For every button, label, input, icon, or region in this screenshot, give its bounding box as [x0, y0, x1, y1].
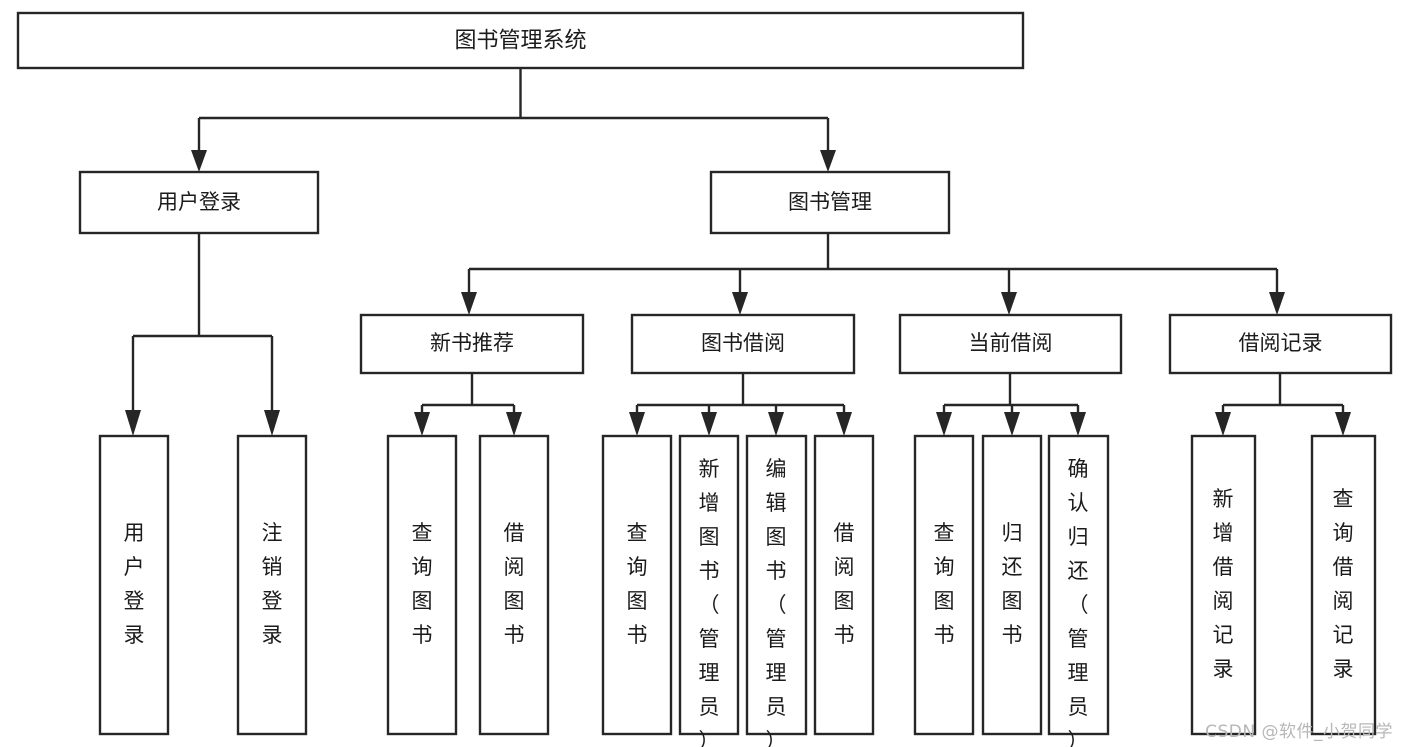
- leaf-borrow-add-book-box[interactable]: [678, 434, 740, 736]
- leaf-logout[interactable]: 注销登录: [236, 434, 308, 736]
- arrow-to-borrow: [732, 292, 748, 315]
- leaf-borrow-query-book[interactable]: 查询图书: [601, 434, 673, 736]
- leaf-borrow-edit-book-box[interactable]: [745, 434, 808, 736]
- arrow-borrow-add-book: [701, 412, 717, 436]
- arrow-to-leaf-logout: [264, 410, 280, 436]
- node-current-borrow-box[interactable]: [898, 313, 1123, 375]
- leaf-borrow-query-book-box[interactable]: [601, 434, 673, 736]
- leaf-user-login-label: 用户登录: [124, 521, 145, 647]
- leaf-current-confirm-return-box[interactable]: [1047, 434, 1110, 736]
- leaf-newbook-query-book-label: 查询图书: [412, 521, 433, 647]
- arrow-newbook-borrow-book: [506, 412, 522, 436]
- arrow-borrow-edit-book: [768, 412, 784, 436]
- arrow-root-to-book-mgmt: [820, 150, 836, 172]
- node-user-login[interactable]: 用户登录: [78, 170, 320, 235]
- leaf-current-return-book-box[interactable]: [981, 434, 1043, 736]
- arrow-to-newbook: [461, 292, 477, 315]
- arrow-borrow-query-book: [629, 412, 645, 436]
- node-borrow-record[interactable]: 借阅记录: [1168, 313, 1393, 375]
- arrow-current-confirm-return: [1070, 412, 1086, 436]
- leaf-logout-box[interactable]: [236, 434, 308, 736]
- leaf-current-return-book[interactable]: 归还图书: [981, 434, 1043, 736]
- leaf-borrow-add-book[interactable]: 新增图书（管理员）: [678, 434, 740, 747]
- leaf-borrow-add-book-label: 新增图书（管理员）: [699, 457, 720, 747]
- arrow-to-current: [1001, 292, 1017, 315]
- node-user-login-box[interactable]: [78, 170, 320, 235]
- leaf-record-query-record[interactable]: 查询借阅记录: [1310, 434, 1377, 736]
- leaf-newbook-query-book-box[interactable]: [386, 434, 458, 736]
- node-root-box[interactable]: [16, 11, 1025, 70]
- leaf-newbook-borrow-book-label: 借阅图书: [504, 521, 525, 647]
- leaf-newbook-query-book[interactable]: 查询图书: [386, 434, 458, 736]
- arrow-record-query-record: [1335, 412, 1351, 436]
- leaf-borrow-borrow-book-label: 借阅图书: [834, 521, 855, 647]
- leaf-current-confirm-return[interactable]: 确认归还（管理员）: [1047, 434, 1110, 747]
- arrow-record-add-record: [1215, 412, 1231, 436]
- leaf-record-add-record-box[interactable]: [1190, 434, 1257, 736]
- node-book-management[interactable]: 图书管理: [709, 170, 951, 235]
- leaf-newbook-borrow-book-box[interactable]: [478, 434, 550, 736]
- connector-layer: [125, 68, 1351, 436]
- node-book-borrow[interactable]: 图书借阅: [630, 313, 856, 375]
- leaf-record-query-record-label: 查询借阅记录: [1333, 487, 1354, 681]
- leaf-borrow-edit-book[interactable]: 编辑图书（管理员）: [745, 434, 808, 747]
- node-new-book-recommend-box[interactable]: [359, 313, 585, 375]
- leaf-record-add-record[interactable]: 新增借阅记录: [1190, 434, 1257, 736]
- arrow-to-leaf-user-login: [125, 410, 141, 436]
- leaf-current-query-book-box[interactable]: [913, 434, 975, 736]
- leaf-logout-label: 注销登录: [262, 521, 283, 647]
- node-book-management-box[interactable]: [709, 170, 951, 235]
- node-current-borrow[interactable]: 当前借阅: [898, 313, 1123, 375]
- node-new-book-recommend[interactable]: 新书推荐: [359, 313, 585, 375]
- node-new-book-recommend-label: 新书推荐: [430, 331, 514, 355]
- node-root-label: 图书管理系统: [454, 29, 586, 54]
- arrow-to-record: [1269, 292, 1285, 315]
- arrow-borrow-borrow-book: [836, 412, 852, 436]
- arrow-newbook-query-book: [414, 412, 430, 436]
- node-borrow-record-box[interactable]: [1168, 313, 1393, 375]
- leaf-current-query-book-label: 查询图书: [934, 521, 955, 647]
- node-current-borrow-label: 当前借阅: [969, 331, 1053, 355]
- leaf-borrow-borrow-book-box[interactable]: [813, 434, 875, 736]
- arrow-current-query-book: [936, 412, 952, 436]
- leaf-borrow-edit-book-label: 编辑图书（管理员）: [766, 457, 787, 747]
- leaf-current-return-book-label: 归还图书: [1002, 521, 1023, 647]
- leaf-nodes-layer: 用户登录 注销登录 查询图书 借阅图书 查询图书 新增图书（管理员）: [98, 434, 1377, 747]
- node-book-management-label: 图书管理: [788, 190, 872, 214]
- leaf-user-login[interactable]: 用户登录: [98, 434, 170, 736]
- node-book-borrow-box[interactable]: [630, 313, 856, 375]
- leaf-current-query-book[interactable]: 查询图书: [913, 434, 975, 736]
- node-book-borrow-label: 图书借阅: [701, 331, 785, 355]
- arrow-current-return-book: [1004, 412, 1020, 436]
- leaf-user-login-box[interactable]: [98, 434, 170, 736]
- arrow-root-to-user-login: [191, 150, 207, 172]
- leaf-record-query-record-box[interactable]: [1310, 434, 1377, 736]
- leaf-current-confirm-return-label: 确认归还（管理员）: [1068, 457, 1089, 747]
- node-root[interactable]: 图书管理系统: [16, 11, 1025, 70]
- leaf-borrow-borrow-book[interactable]: 借阅图书: [813, 434, 875, 736]
- csdn-watermark: CSDN @软件_小贺同学: [1205, 722, 1393, 742]
- node-borrow-record-label: 借阅记录: [1239, 331, 1323, 355]
- node-user-login-label: 用户登录: [157, 190, 241, 214]
- leaf-borrow-query-book-label: 查询图书: [627, 521, 648, 647]
- leaf-record-add-record-label: 新增借阅记录: [1213, 487, 1234, 681]
- leaf-newbook-borrow-book[interactable]: 借阅图书: [478, 434, 550, 736]
